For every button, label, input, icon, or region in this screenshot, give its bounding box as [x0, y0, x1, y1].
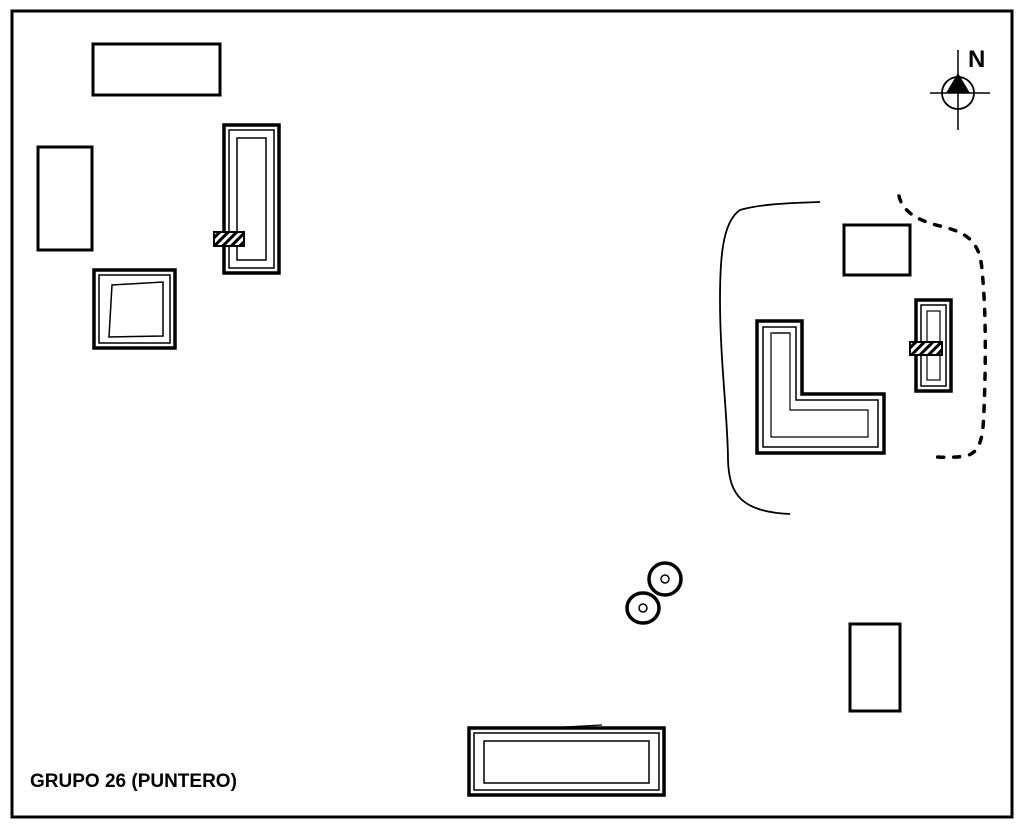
structure-top-left-rect: [91, 42, 222, 97]
map-border: [10, 9, 1014, 819]
mound-west-long: [213, 123, 281, 275]
structure-left-tall-rect: [36, 145, 94, 252]
mound-east-small: [909, 298, 953, 393]
mound-south-long: [467, 724, 666, 797]
structure-east-top-rect: [842, 223, 912, 277]
plaza-boundary-line: [719, 201, 821, 515]
stairway-west: [213, 231, 245, 247]
mound-west-square: [92, 268, 177, 350]
structure-southeast-rect: [848, 622, 902, 713]
stairway-east: [909, 341, 943, 356]
map-title: GRUPO 26 (PUNTERO): [30, 771, 237, 792]
north-label: N: [968, 46, 985, 73]
mound-east-l-shape: [755, 319, 886, 455]
compass-north-arrow-icon: [930, 50, 990, 130]
circular-altar-2: [625, 591, 661, 625]
circular-altar-1: [647, 561, 683, 597]
east-dashed-boundary: [897, 194, 988, 459]
